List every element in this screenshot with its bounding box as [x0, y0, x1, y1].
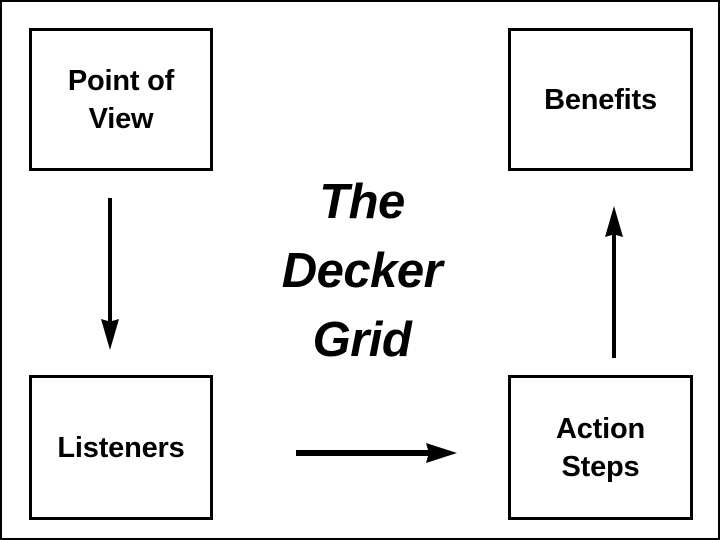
grid-box-label-point-of-view: Point of View: [67, 64, 175, 135]
grid-box-label-benefits: Benefits: [544, 83, 657, 116]
arrow-right-icon: [296, 443, 457, 463]
arrow-up-icon: [605, 206, 623, 358]
grid-box-label-action-steps: Action Steps: [555, 412, 645, 483]
center-title: The Decker Grid: [281, 175, 443, 367]
grid-box-label-listeners: Listeners: [57, 431, 185, 464]
grid-box-benefits[interactable]: Benefits: [508, 28, 693, 171]
grid-box-listeners[interactable]: Listeners: [29, 375, 213, 520]
grid-box-action-steps[interactable]: Action Steps: [508, 375, 693, 520]
arrow-down-icon: [101, 198, 119, 350]
grid-box-point-of-view[interactable]: Point of View: [29, 28, 213, 171]
